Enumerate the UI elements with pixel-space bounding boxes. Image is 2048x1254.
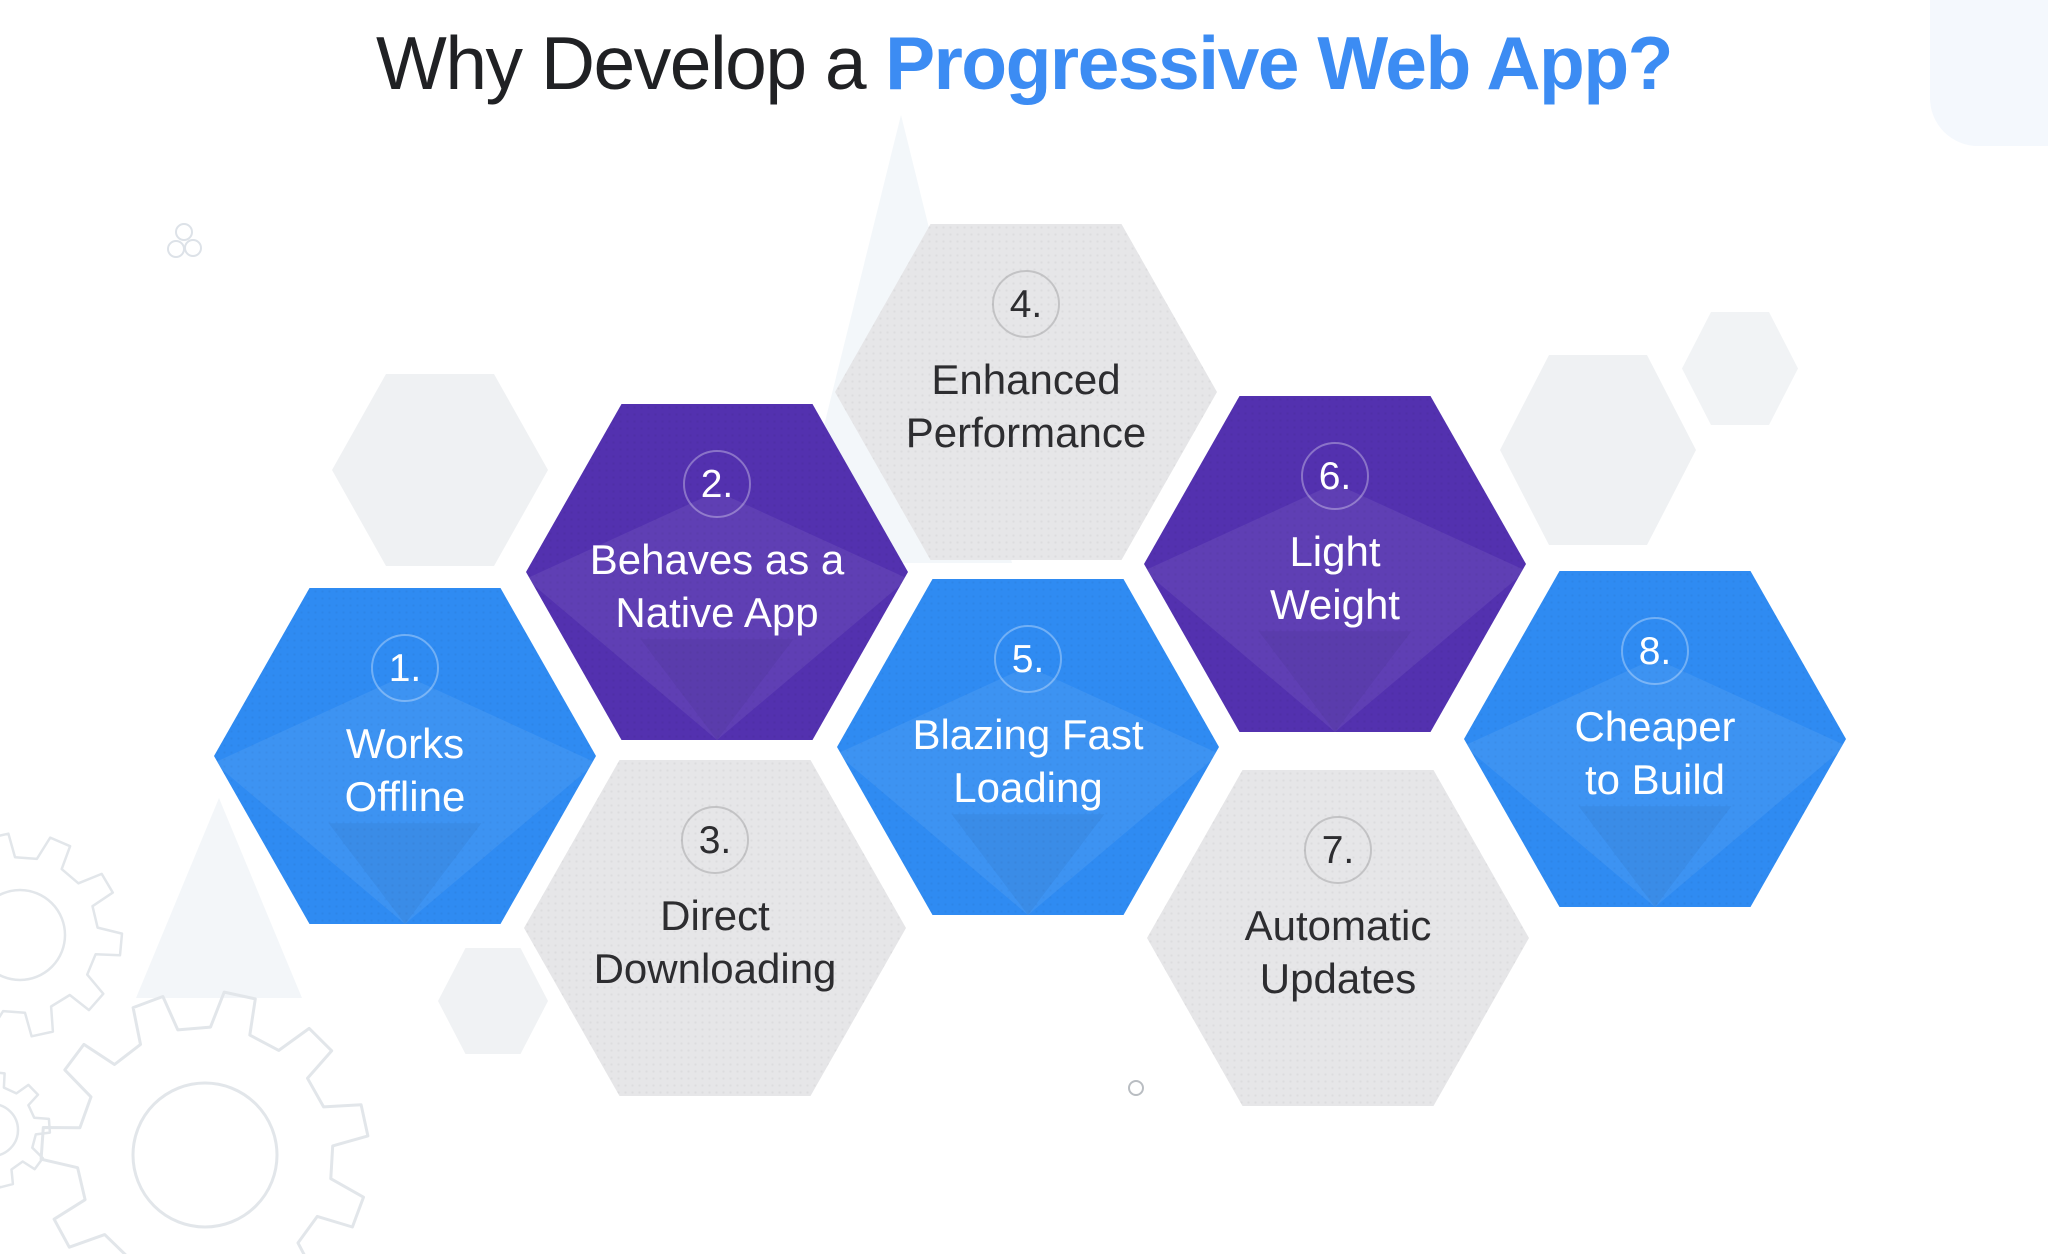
label-line: to Build (1584, 755, 1726, 803)
label-line: Updates (1259, 954, 1417, 1002)
label-line: Native App (615, 588, 819, 636)
decorative-hexagon (1682, 312, 1798, 425)
step-number: 5. (1011, 637, 1045, 681)
hexagon-label: Enhanced Performance (906, 354, 1146, 460)
step-number: 2. (700, 462, 734, 506)
hexagon-enhanced-performance: 4. Enhanced Performance (835, 224, 1217, 560)
title-prefix: Why Develop a (376, 21, 867, 105)
corner-accent (1930, 0, 2048, 146)
step-number-badge: 2. (683, 450, 751, 518)
hexagon-label: Works Offline (345, 718, 466, 824)
label-line: Behaves as a (589, 536, 845, 583)
circle-outline-icon (1128, 1080, 1144, 1096)
hexagon-shape (526, 404, 908, 740)
tri-dot-icon (167, 223, 202, 258)
step-number-badge: 1. (371, 634, 439, 702)
step-number: 1. (388, 646, 422, 690)
hexagon-label: Automatic Updates (1245, 900, 1432, 1006)
gear-icon (0, 832, 370, 1254)
hexagon-cheaper-to-build: 8. Cheaper to Build (1464, 571, 1846, 907)
hexagon-blazing-fast-loading: 5. Blazing Fast Loading (837, 579, 1219, 915)
label-line: Offline (344, 772, 466, 820)
hexagon-works-offline: 1. Works Offline (214, 588, 596, 924)
hexagon-label: Light Weight (1270, 526, 1400, 632)
hexagon-label: Direct Downloading (594, 890, 837, 996)
label-line: Automatic (1244, 902, 1432, 949)
label-line: Loading (953, 763, 1103, 811)
hexagon-light-weight: 6. Light Weight (1144, 396, 1526, 732)
label-line: Enhanced (931, 356, 1121, 403)
step-number-badge: 4. (992, 270, 1060, 338)
title-highlight: Progressive Web App? (885, 21, 1673, 105)
label-line: Works (345, 720, 465, 767)
label-line: Weight (1270, 580, 1400, 628)
label-line: Blazing Fast (912, 711, 1144, 758)
label-line: Light (1289, 528, 1381, 575)
label-line: Downloading (593, 944, 837, 992)
decorative-hexagon (332, 374, 548, 566)
label-line: Cheaper (1574, 703, 1736, 750)
step-number-badge: 5. (994, 625, 1062, 693)
step-number-badge: 3. (681, 806, 749, 874)
step-number-badge: 7. (1304, 816, 1372, 884)
label-line: Direct (660, 892, 770, 939)
step-number: 4. (1009, 282, 1043, 326)
step-number: 8. (1638, 629, 1672, 673)
hexagon-behaves-as-native-app: 2. Behaves as a Native App (526, 404, 908, 740)
step-number-badge: 8. (1621, 617, 1689, 685)
hexagon-label: Cheaper to Build (1574, 701, 1735, 807)
step-number-badge: 6. (1301, 442, 1369, 510)
label-line: Performance (905, 408, 1147, 456)
hexagon-automatic-updates: 7. Automatic Updates (1147, 770, 1529, 1106)
hexagon-label: Behaves as a Native App (590, 534, 845, 640)
step-number: 6. (1318, 454, 1352, 498)
step-number: 3. (698, 818, 732, 862)
step-number: 7. (1321, 828, 1355, 872)
hexagon-label: Blazing Fast Loading (912, 709, 1143, 815)
hexagon-direct-downloading: 3. Direct Downloading (524, 760, 906, 1096)
